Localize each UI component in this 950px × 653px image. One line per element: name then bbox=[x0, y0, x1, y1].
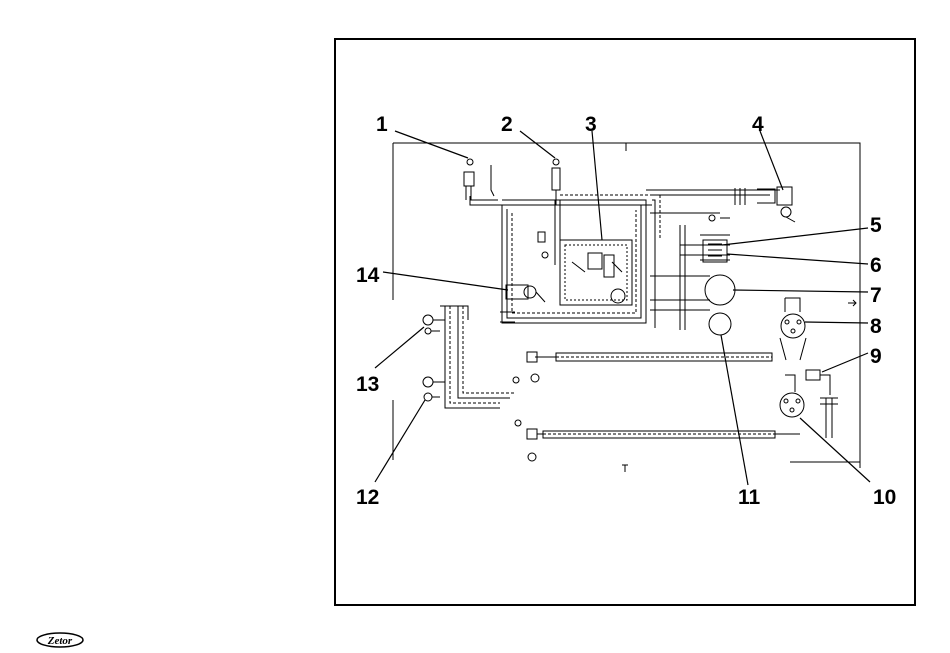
callout-14-label: 14 bbox=[356, 264, 380, 287]
zetor-logo: Zetor bbox=[37, 633, 83, 647]
callout-12-label: 12 bbox=[356, 486, 379, 509]
component-12-13-lamps bbox=[423, 315, 445, 401]
component-2-sensor bbox=[538, 159, 560, 258]
callout-6-label: 6 bbox=[870, 254, 882, 277]
component-7-motor bbox=[705, 275, 735, 305]
callout-11-label: 11 bbox=[738, 486, 761, 509]
wiring-harness bbox=[440, 190, 800, 438]
component-1-switch bbox=[464, 159, 498, 200]
callout-13-label: 13 bbox=[356, 373, 379, 396]
callout-4-label: 4 bbox=[752, 113, 764, 136]
callout-leader-lines bbox=[375, 131, 870, 485]
callout-10-label: 10 bbox=[873, 486, 896, 509]
callout-2-label: 2 bbox=[501, 113, 513, 136]
component-11-motor bbox=[709, 313, 731, 335]
callout-5-label: 5 bbox=[870, 214, 882, 237]
callout-7-label: 7 bbox=[870, 284, 882, 307]
callout-8-label: 8 bbox=[870, 315, 882, 338]
callout-3-label: 3 bbox=[585, 113, 597, 136]
callout-1-label: 1 bbox=[376, 113, 388, 136]
component-4-lamp bbox=[735, 187, 795, 222]
zetor-logo-text: Zetor bbox=[47, 635, 73, 647]
component-9-connector bbox=[806, 370, 830, 395]
callout-9-label: 9 bbox=[870, 345, 882, 368]
component-10-socket bbox=[780, 375, 838, 438]
component-8-socket bbox=[780, 298, 806, 360]
